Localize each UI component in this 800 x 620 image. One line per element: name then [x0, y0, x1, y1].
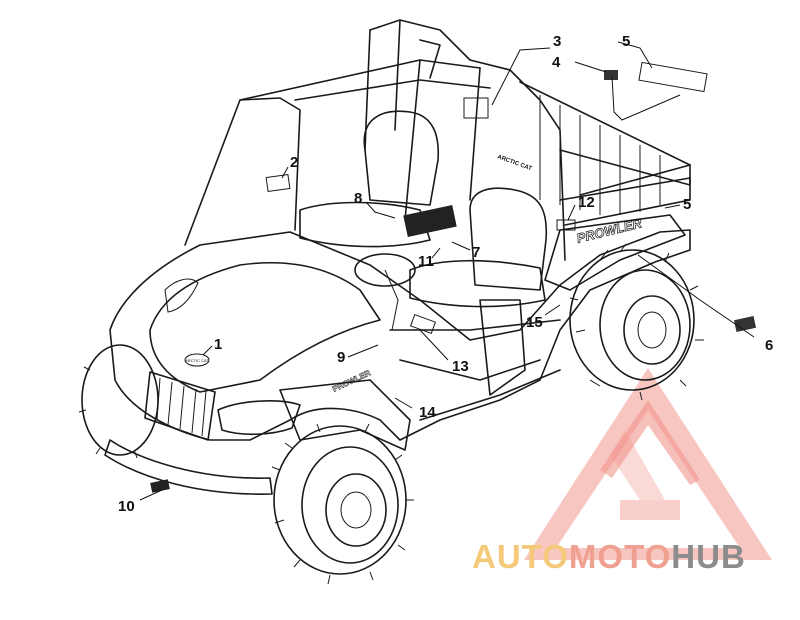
callout-15: 15: [526, 314, 543, 331]
watermark-logo: [524, 368, 772, 560]
callout-numbers: 1 2 3 4 5 5 6 7 8 9 10 11 12 13 14 15: [118, 33, 773, 515]
svg-text:AUTOMOTOHUB: AUTOMOTOHUB: [472, 538, 746, 575]
callout-5-side: 5: [683, 196, 691, 213]
callout-8: 8: [354, 190, 362, 207]
utv-drawing: [78, 19, 704, 585]
decal-4: [604, 70, 618, 80]
decal-7: [403, 205, 457, 237]
steering-wheel: [354, 253, 416, 331]
seats: [299, 110, 548, 308]
hood-logo-text: ARCTIC CAT: [185, 358, 209, 363]
leader-lines: [139, 41, 755, 501]
callout-12: 12: [578, 194, 595, 211]
decal-5-bed: [638, 61, 708, 93]
callout-10: 10: [118, 498, 135, 515]
watermark-moto: MOTO: [569, 538, 671, 575]
callout-11: 11: [418, 253, 434, 270]
decal-2: [265, 173, 291, 193]
watermark-hub: HUB: [671, 538, 746, 575]
callout-6: 6: [765, 337, 773, 354]
callout-5-top: 5: [622, 33, 630, 50]
watermark-text: AUTOMOTOHUB: [472, 538, 746, 575]
cargo-bed: [519, 81, 691, 226]
callout-2: 2: [290, 154, 298, 171]
hood-logo-decal: [184, 353, 210, 367]
decal-6: [733, 316, 757, 332]
front-wheel: [271, 423, 414, 585]
callout-13: 13: [452, 358, 469, 375]
callout-3: 3: [553, 33, 561, 50]
decal-13: [409, 313, 437, 335]
side-decal-text: PROWLER: [575, 215, 644, 246]
grille: [144, 371, 216, 441]
callout-1: 1: [214, 336, 222, 353]
callout-7: 7: [472, 244, 480, 261]
decal-12: [556, 219, 576, 231]
callout-9: 9: [337, 349, 345, 366]
decal-10: [150, 479, 170, 493]
callout-14: 14: [419, 404, 436, 421]
decal-3: [463, 97, 489, 119]
seat-decal-text: ARCTIC CAT: [496, 154, 532, 172]
rear-wheel: [569, 243, 704, 401]
callout-4: 4: [552, 54, 561, 71]
watermark-auto: AUTO: [472, 538, 569, 575]
